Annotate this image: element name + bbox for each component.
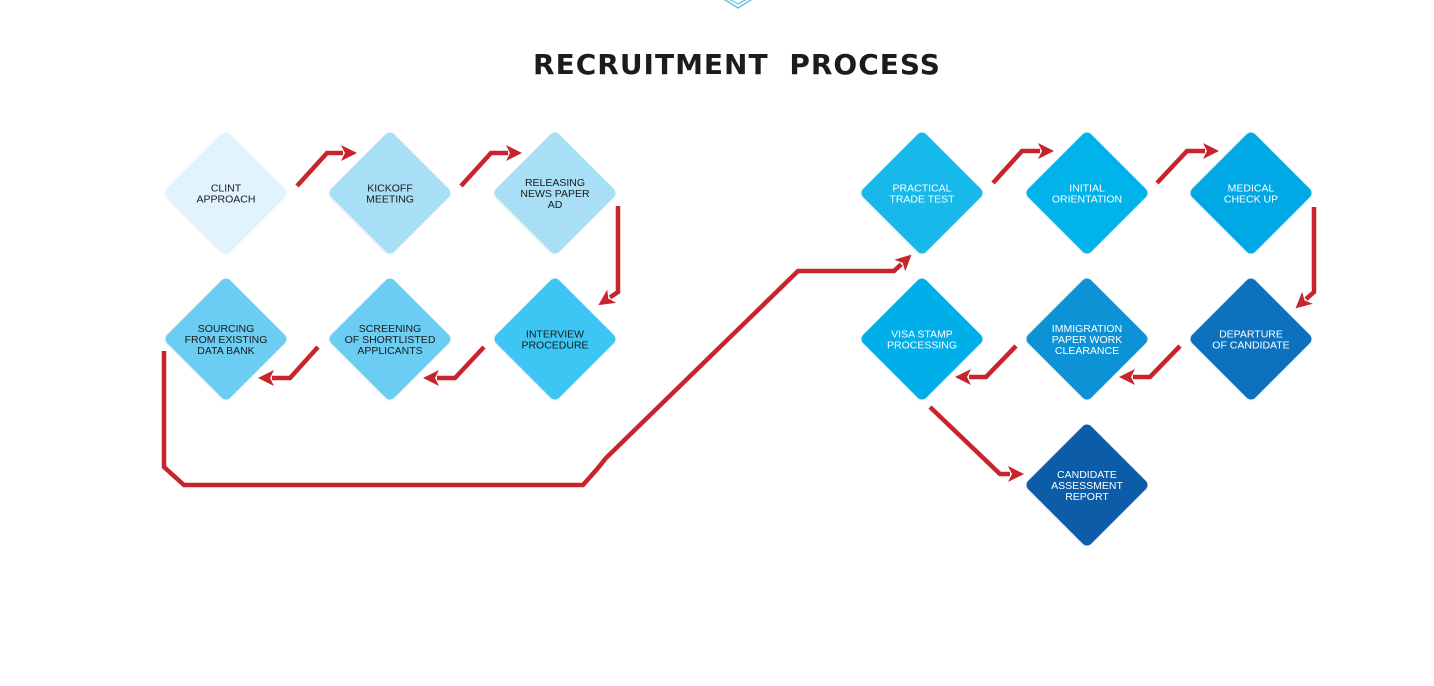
step-label-line: PROCEDURE: [521, 340, 588, 352]
step-label-line: INTERVIEW: [526, 329, 584, 341]
step-diamond: [165, 132, 287, 254]
step-label-line: ASSESSMENT: [1051, 480, 1123, 492]
step-label-line: INITIAL: [1069, 183, 1105, 195]
step-label-line: PROCESSING: [887, 340, 957, 352]
step-label-line: OF SHORTLISTED: [345, 334, 436, 346]
arrows-layer: [161, 143, 1317, 488]
step-label-line: APPLICANTS: [357, 345, 422, 357]
arrow-visa-stamp-processing-to-candidate-assessment-report: [928, 405, 1024, 482]
step-label-line: MEETING: [366, 194, 414, 206]
step-diamond: [329, 278, 451, 400]
page-title: RECRUITMENT PROCESS: [533, 48, 941, 81]
step-label-line: APPROACH: [197, 194, 256, 206]
step-label-line: DEPARTURE: [1219, 329, 1283, 341]
step-label-line: IMMIGRATION: [1052, 323, 1122, 335]
step-diamond: [1026, 424, 1148, 546]
logo-mark-icon: [723, 0, 753, 9]
step-diamond: [861, 132, 983, 254]
step-label-line: MEDICAL: [1228, 183, 1275, 195]
step-label-line: CANDIDATE: [1057, 469, 1117, 481]
step-diamond: [494, 278, 616, 400]
arrow-initial-orientation-to-medical-check-up: [1155, 143, 1219, 185]
step-diamond: [165, 278, 287, 400]
step-label-line: NEWS PAPER: [520, 188, 590, 200]
step-diamond: [1026, 132, 1148, 254]
step-label-line: REPORT: [1065, 491, 1109, 503]
arrow-releasing-news-paper-ad-to-interview-procedure: [598, 206, 621, 306]
step-label-line: DATA BANK: [197, 345, 254, 357]
step-diamond: [329, 132, 451, 254]
arrow-medical-check-up-to-departure-of-candidate: [1295, 207, 1317, 309]
step-diamond: [1190, 278, 1312, 400]
step-label-line: PAPER WORK: [1052, 334, 1122, 346]
step-label-line: VISA STAMP: [891, 329, 953, 341]
arrow-departure-of-candidate-to-immigration-paper-work-clearance: [1119, 344, 1182, 385]
step-label-line: PRACTICAL: [893, 183, 952, 195]
step-label-line: OF CANDIDATE: [1212, 340, 1289, 352]
step-label-line: SCREENING: [359, 323, 421, 335]
arrow-clint-approach-to-kickoff-meeting: [295, 145, 357, 188]
step-label-line: SOURCING: [198, 323, 255, 335]
step-label-line: TRADE TEST: [889, 194, 955, 206]
arrow-interview-procedure-to-screening-of-shortlisted-applicants: [423, 345, 486, 386]
step-label-line: CLINT: [211, 183, 242, 195]
arrow-immigration-paper-work-clearance-to-visa-stamp-processing: [955, 344, 1018, 385]
step-label-line: KICKOFF: [367, 183, 413, 195]
arrow-practical-trade-test-to-initial-orientation: [991, 143, 1054, 185]
step-label-line: AD: [548, 199, 563, 211]
step-label-line: ORIENTATION: [1052, 194, 1122, 206]
arrow-sourcing-from-existing-data-bank-to-practical-trade-test: [161, 254, 912, 488]
arrow-kickoff-meeting-to-releasing-news-paper-ad: [459, 145, 522, 188]
step-diamond: [494, 132, 616, 254]
step-diamond: [861, 278, 983, 400]
step-label-line: CLEARANCE: [1055, 345, 1119, 357]
step-label-line: FROM EXISTING: [185, 334, 268, 346]
step-diamond: [1026, 278, 1148, 400]
step-diamond: [1190, 132, 1312, 254]
step-label-line: RELEASING: [525, 177, 585, 189]
step-label-line: CHECK UP: [1224, 194, 1278, 206]
arrow-screening-of-shortlisted-applicants-to-sourcing-from-existing-data-bank: [258, 345, 320, 386]
